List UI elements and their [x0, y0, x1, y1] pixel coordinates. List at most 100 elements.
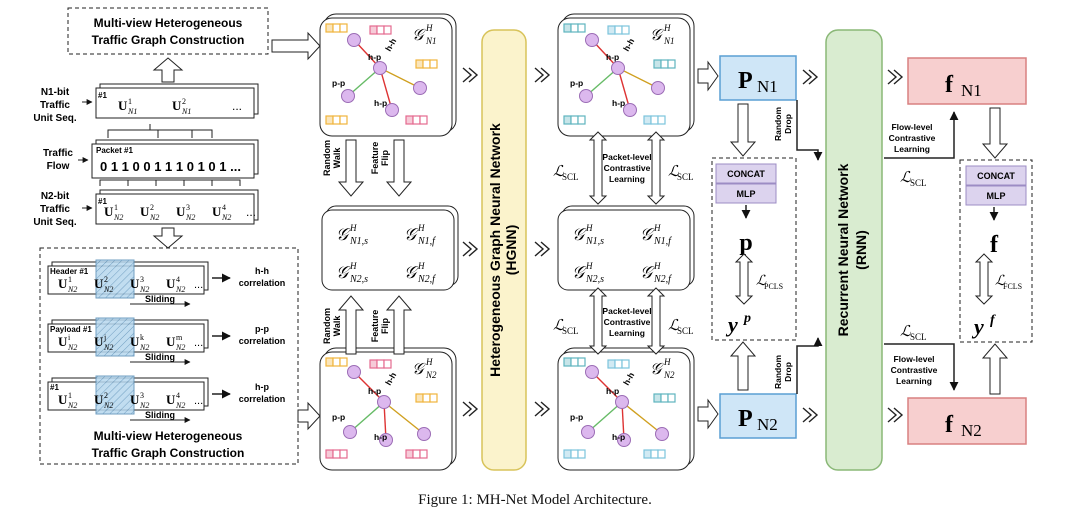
- svg-text:U: U: [166, 392, 176, 407]
- svg-text:U: U: [58, 334, 68, 349]
- flow-classifier-box: CONCAT MLP f ℒ FCLS y f: [959, 159, 1033, 343]
- svg-text:U: U: [166, 334, 176, 349]
- svg-text:...: ...: [246, 205, 256, 219]
- svg-text:U: U: [94, 392, 104, 407]
- svg-text:...: ...: [194, 337, 203, 349]
- svg-text:H: H: [417, 223, 425, 233]
- svg-text:U: U: [94, 334, 104, 349]
- svg-text:N2,f: N2,f: [417, 274, 436, 285]
- svg-text:U: U: [172, 98, 182, 113]
- svg-text:ℒ: ℒ: [553, 318, 565, 334]
- random-walk-bottom-2: Walk: [332, 315, 342, 337]
- augmented-graph-label: 𝒢: [336, 225, 351, 244]
- svg-text:Packet #1: Packet #1: [96, 146, 133, 155]
- svg-text:N1: N1: [425, 36, 437, 46]
- svg-text:correlation: correlation: [239, 336, 286, 346]
- svg-text:N2: N2: [139, 401, 149, 410]
- svg-text:SCL: SCL: [562, 326, 579, 336]
- svg-text:h-p: h-p: [606, 52, 619, 62]
- svg-text:H: H: [663, 23, 671, 33]
- svg-text:f: f: [990, 313, 996, 328]
- svg-text:j: j: [103, 333, 106, 342]
- svg-text:U: U: [130, 276, 140, 291]
- mlp-right: MLP: [987, 191, 1006, 201]
- arrow-to-bottom-graph: [297, 401, 321, 431]
- svg-text:N2: N2: [139, 343, 149, 352]
- svg-text:ℒ: ℒ: [668, 318, 680, 334]
- svg-text:h-h: h-h: [255, 266, 269, 276]
- svg-text:N2: N2: [113, 213, 123, 222]
- svg-text:N1,f: N1,f: [653, 236, 672, 247]
- svg-text:Drop: Drop: [783, 114, 793, 134]
- svg-text:4: 4: [176, 391, 180, 400]
- svg-text:i: i: [68, 333, 71, 342]
- y-f: y: [971, 314, 984, 339]
- svg-text:N2: N2: [175, 401, 185, 410]
- svg-text:Sliding: Sliding: [145, 352, 175, 362]
- svg-text:U: U: [176, 204, 186, 219]
- packet-box: Packet #1 0 1 1 0 0 1 1 1 0 1 0 1 ...: [91, 139, 259, 179]
- n1-sequence: #1 U 1 N1 U 2 N1 ...: [95, 83, 259, 119]
- arrow-to-top-graph: [271, 31, 321, 61]
- feature-flip-bottom-2: Flip: [380, 318, 390, 334]
- svg-text:Sliding: Sliding: [145, 294, 175, 304]
- svg-text:U: U: [212, 204, 222, 219]
- svg-text:Learning: Learning: [896, 376, 932, 386]
- random-walk-top-2: Walk: [332, 147, 342, 169]
- svg-text:p-p: p-p: [332, 412, 345, 422]
- random-drop-bottom: Random Drop: [773, 337, 823, 394]
- svg-text:P: P: [738, 68, 753, 94]
- svg-text:correlation: correlation: [239, 278, 286, 288]
- svg-text:Flow-level: Flow-level: [893, 354, 934, 364]
- svg-text:h-p: h-p: [374, 98, 387, 108]
- svg-text:U: U: [104, 204, 114, 219]
- svg-text:p-p: p-p: [332, 78, 345, 88]
- hgnn-title: Heterogeneous Graph Neural Network: [487, 123, 503, 377]
- n2-label: N2-bit Traffic Unit Seq.: [33, 191, 77, 228]
- svg-text:1: 1: [68, 391, 72, 400]
- svg-text:4: 4: [222, 203, 226, 212]
- svg-text:N2: N2: [961, 421, 982, 440]
- svg-text:Learning: Learning: [609, 174, 645, 184]
- svg-text:H: H: [417, 261, 425, 271]
- svg-text:h-p: h-p: [374, 432, 387, 442]
- svg-text:Learning: Learning: [609, 328, 645, 338]
- down-block-arrow: [152, 227, 184, 249]
- packet-contrastive-top: Packet-level Contrastive Learning ℒ SCL …: [553, 131, 694, 205]
- augmented-graph-label: 𝒢: [404, 263, 419, 282]
- svg-text:Sliding: Sliding: [145, 410, 175, 420]
- svg-text:f: f: [945, 412, 954, 438]
- svg-text:SCL: SCL: [562, 172, 579, 182]
- feature-flip-bottom-1: Feature: [370, 310, 380, 343]
- svg-text:Flow: Flow: [47, 161, 70, 172]
- svg-text:Packet-level: Packet-level: [602, 152, 651, 162]
- svg-text:ℒ: ℒ: [553, 164, 565, 180]
- svg-text:f: f: [945, 72, 954, 98]
- svg-text:Payload #1: Payload #1: [50, 325, 92, 334]
- svg-text:SCL: SCL: [677, 326, 694, 336]
- svg-text:𝒢: 𝒢: [650, 361, 664, 378]
- svg-text:Unit Seq.: Unit Seq.: [33, 217, 77, 228]
- svg-text:H: H: [425, 357, 433, 367]
- p-vector: p: [739, 230, 752, 256]
- svg-text:N2: N2: [663, 370, 675, 380]
- random-walk-top-1: Random: [322, 140, 332, 176]
- n1-label: N1-bit Traffic Unit Seq.: [33, 87, 77, 124]
- svg-text:Traffic: Traffic: [40, 100, 70, 111]
- svg-text:H: H: [653, 223, 661, 233]
- svg-text:h-p: h-p: [606, 386, 619, 396]
- top-construction-box: Multi-view Heterogeneous Traffic Graph C…: [67, 7, 269, 55]
- svg-text:N2: N2: [67, 343, 77, 352]
- svg-text:N2: N2: [221, 213, 231, 222]
- svg-text:2: 2: [182, 97, 186, 106]
- svg-text:U: U: [140, 204, 150, 219]
- arrow-to-pn2: [697, 398, 719, 430]
- svg-text:N2: N2: [103, 401, 113, 410]
- aug-arrows-left: Random Walk Feature Flip Random Walk Fea…: [322, 139, 413, 355]
